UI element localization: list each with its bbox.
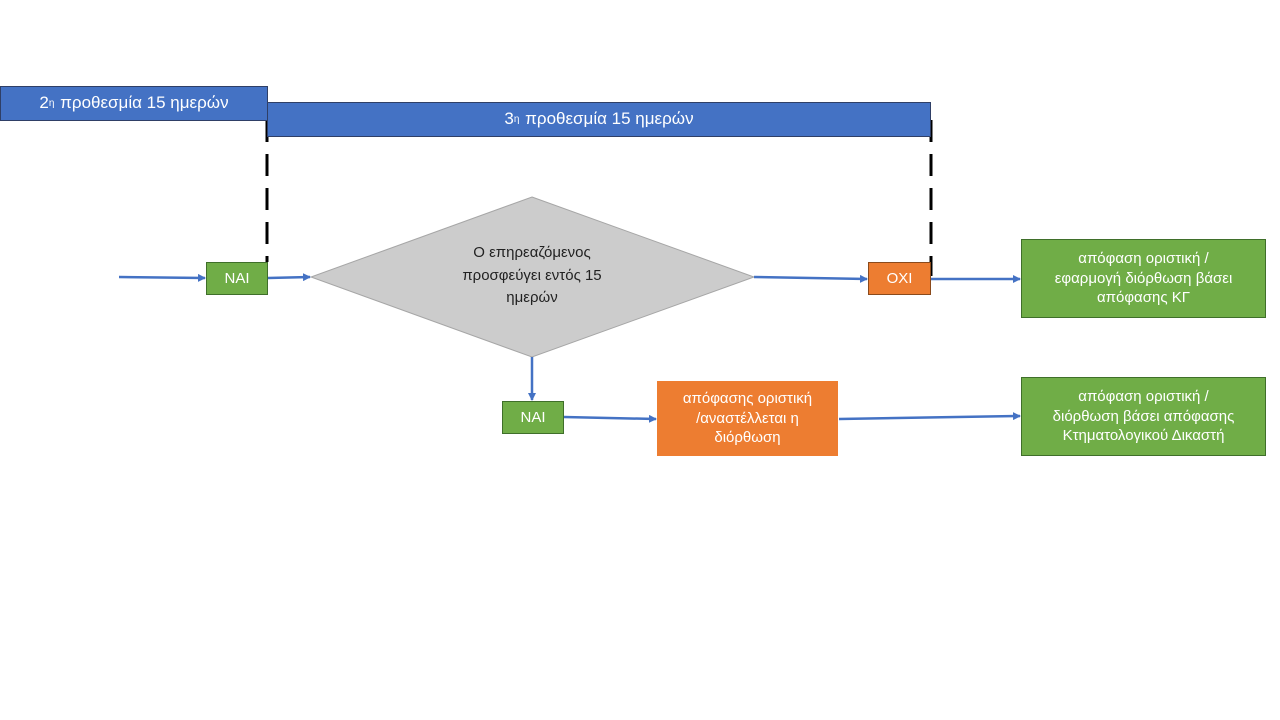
decision-label: Ο επηρεαζόμενος προσφεύγει εντός 15 ημερ…	[432, 242, 632, 310]
correction-suspended-line: απόφασης οριστική	[682, 390, 813, 408]
suspended-to-result-arrow	[838, 412, 1021, 421]
correction-suspended-line: διόρθωση	[714, 429, 781, 447]
nai-to-decision-arrow	[267, 273, 311, 282]
decision-to-oxi-arrow	[753, 274, 868, 283]
final-decision-judge-line: Κτηματολογικού Δικαστή	[1062, 427, 1225, 445]
final-decision-kg-node: απόφαση οριστική / εφαρμογή διόρθωση βάσ…	[1021, 239, 1266, 318]
final-decision-kg-line: απόφασης ΚΓ	[1096, 289, 1190, 307]
decision-line: προσφεύγει εντός 15	[462, 266, 602, 284]
final-decision-judge-line: απόφαση οριστική /	[1078, 388, 1209, 406]
yes-branch-node: NAI	[502, 401, 564, 434]
final-decision-kg-line: εφαρμογή διόρθωση βάσει	[1054, 269, 1233, 287]
final-decision-judge-node: απόφαση οριστική / διόρθωση βάσει απόφασ…	[1021, 377, 1266, 456]
yes-entry-label: NAI	[224, 269, 250, 287]
second-deadline-text: προθεσμία 15 ημερών	[60, 93, 229, 113]
second-deadline-ordinal: 2	[39, 93, 49, 113]
third-deadline-superscript: η	[513, 114, 520, 125]
third-deadline-text: προθεσμία 15 ημερών	[525, 109, 694, 129]
yes-branch-label: NAI	[520, 408, 546, 426]
second-deadline-superscript: η	[48, 98, 55, 109]
final-decision-judge-line: διόρθωση βάσει απόφασης	[1052, 407, 1235, 425]
nai-to-suspended-arrow	[563, 414, 657, 423]
decision-line: ημερών	[506, 289, 558, 306]
no-branch-label: OXI	[886, 269, 913, 287]
third-deadline-ordinal: 3	[504, 109, 514, 129]
no-branch-node: OXI	[868, 262, 931, 295]
decision-line: Ο επηρεαζόμενος	[473, 244, 591, 261]
final-decision-kg-line: απόφαση οριστική /	[1078, 250, 1209, 268]
yes-entry-node: NAI	[206, 262, 268, 295]
entry-arrow	[118, 273, 206, 282]
correction-suspended-line: /αναστέλλεται η	[696, 409, 799, 427]
correction-suspended-node: απόφασης οριστική /αναστέλλεται η διόρθω…	[657, 381, 838, 456]
